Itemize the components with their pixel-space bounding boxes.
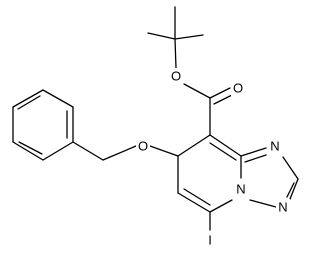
phenyl-ring	[12, 89, 74, 161]
bond-tri-4	[289, 178, 299, 200]
bond-ring-c-o-ether	[149, 145, 179, 157]
bond-ph-6	[42, 141, 74, 161]
molecule-structure-diagram: O O O N N N I	[12, 6, 299, 248]
bond-pyr-6	[209, 134, 242, 157]
bond-ph-2	[42, 89, 74, 108]
atom-label-n-top: N	[268, 138, 282, 154]
tert-butyl-group	[147, 6, 204, 69]
bond-ph-inner-3	[18, 141, 43, 155]
bond-ph-5	[12, 141, 44, 161]
pyridine-ring	[177, 134, 242, 213]
bond-tri-3	[282, 156, 299, 180]
ester-group	[183, 83, 235, 136]
bond-o-ester-carbonyl-c	[183, 83, 211, 99]
bond-ph-inner-2	[17, 95, 41, 110]
bond-pyr-1	[177, 134, 211, 157]
bond-carbonyl-c-o-a	[209, 87, 231, 99]
atom-label-o-carbonyl: O	[231, 80, 245, 96]
atom-o-carbonyl: O	[233, 81, 243, 96]
atom-o-ester: O	[171, 69, 181, 84]
bond-tbu-c-o	[174, 38, 177, 69]
atom-iodine: I	[208, 233, 212, 248]
atom-label-o-ester: O	[169, 68, 183, 84]
benzyloxy-group	[72, 141, 179, 161]
bond-tri-1	[240, 147, 267, 157]
bond-tri-5	[286, 182, 295, 198]
atom-label-n-right: N	[276, 199, 290, 215]
atom-label-n-bridge: N	[234, 181, 248, 197]
bond-ph-3	[12, 89, 44, 108]
bond-carbonyl-c-o-b	[213, 93, 235, 105]
bond-tri-6	[249, 199, 277, 208]
bond-ch2-phenyl	[72, 141, 104, 161]
bond-tri-2	[244, 154, 267, 163]
bond-pyr-inner-2	[183, 188, 211, 206]
bond-tbu-c-right	[174, 34, 204, 40]
triazole-ring	[240, 147, 299, 208]
bond-pyr-4	[209, 199, 233, 213]
bond-tbu-c-left	[147, 32, 176, 40]
atom-n-ring-top: N	[270, 139, 279, 154]
atom-label-iodine: I	[205, 232, 215, 248]
atom-label-o-ether: O	[136, 138, 150, 154]
atom-n-ring-bridge: N	[236, 182, 245, 197]
bond-pyr-3	[177, 192, 211, 213]
atom-n-ring-right: N	[278, 200, 287, 215]
bond-pyr-inner-1	[209, 142, 237, 161]
atom-o-ether: O	[138, 139, 148, 154]
bond-o-ether-ch2	[102, 145, 137, 161]
